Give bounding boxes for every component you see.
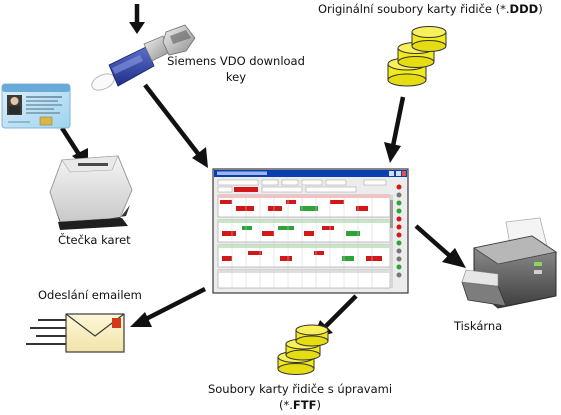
email-label: Odeslání emailem bbox=[38, 287, 142, 303]
arrow-ddd-files-to-app bbox=[384, 96, 406, 163]
arrow-into-vdo-key bbox=[129, 4, 145, 34]
arrow-vdo-key-to-app bbox=[143, 83, 208, 168]
ftf-files-label-line2: (*.FTF) bbox=[200, 397, 400, 413]
ftf-files-label-suffix: ) bbox=[316, 398, 321, 412]
tachograph-app-window bbox=[212, 168, 409, 294]
vdo-key-label-line2: key bbox=[225, 70, 247, 84]
printer-label: Tiskárna bbox=[454, 318, 502, 334]
ddd-files-label: Originální soubory karty řidiče (*.DDD) bbox=[318, 1, 543, 17]
ftf-files-disks-icon bbox=[277, 324, 329, 375]
email-envelope-icon bbox=[26, 313, 125, 353]
ddd-files-disks-icon bbox=[387, 26, 447, 87]
vdo-download-key-icon bbox=[91, 24, 196, 91]
ftf-files-label-ext: FTF bbox=[292, 398, 317, 412]
ddd-files-label-prefix: Originální soubory karty řidiče (*. bbox=[318, 2, 510, 16]
ftf-files-label-line1: Soubory karty řidiče s úpravami bbox=[207, 382, 393, 396]
app-titlebar bbox=[214, 170, 407, 177]
ftf-files-label-prefix: (*. bbox=[279, 398, 293, 412]
card-reader-icon bbox=[49, 155, 133, 230]
driver-id-card-icon bbox=[1, 83, 71, 129]
ddd-files-label-suffix: ) bbox=[538, 2, 543, 16]
arrow-app-to-printer bbox=[414, 224, 466, 268]
vdo-key-label-line1: Siemens VDO download bbox=[167, 54, 305, 68]
email-label-text: Odeslání emailem bbox=[38, 288, 142, 302]
ddd-files-label-ext: DDD bbox=[509, 2, 539, 16]
printer-label-text: Tiskárna bbox=[454, 319, 503, 333]
ftf-files-label: Soubory karty řidiče s úpravami (*.FTF) bbox=[200, 381, 400, 413]
card-reader-label-text: Čtečka karet bbox=[58, 233, 131, 247]
card-reader-label: Čtečka karet bbox=[58, 232, 131, 248]
arrow-app-to-email bbox=[130, 286, 207, 327]
vdo-key-label: Siemens VDO download key bbox=[166, 53, 306, 85]
printer-icon bbox=[461, 217, 558, 309]
